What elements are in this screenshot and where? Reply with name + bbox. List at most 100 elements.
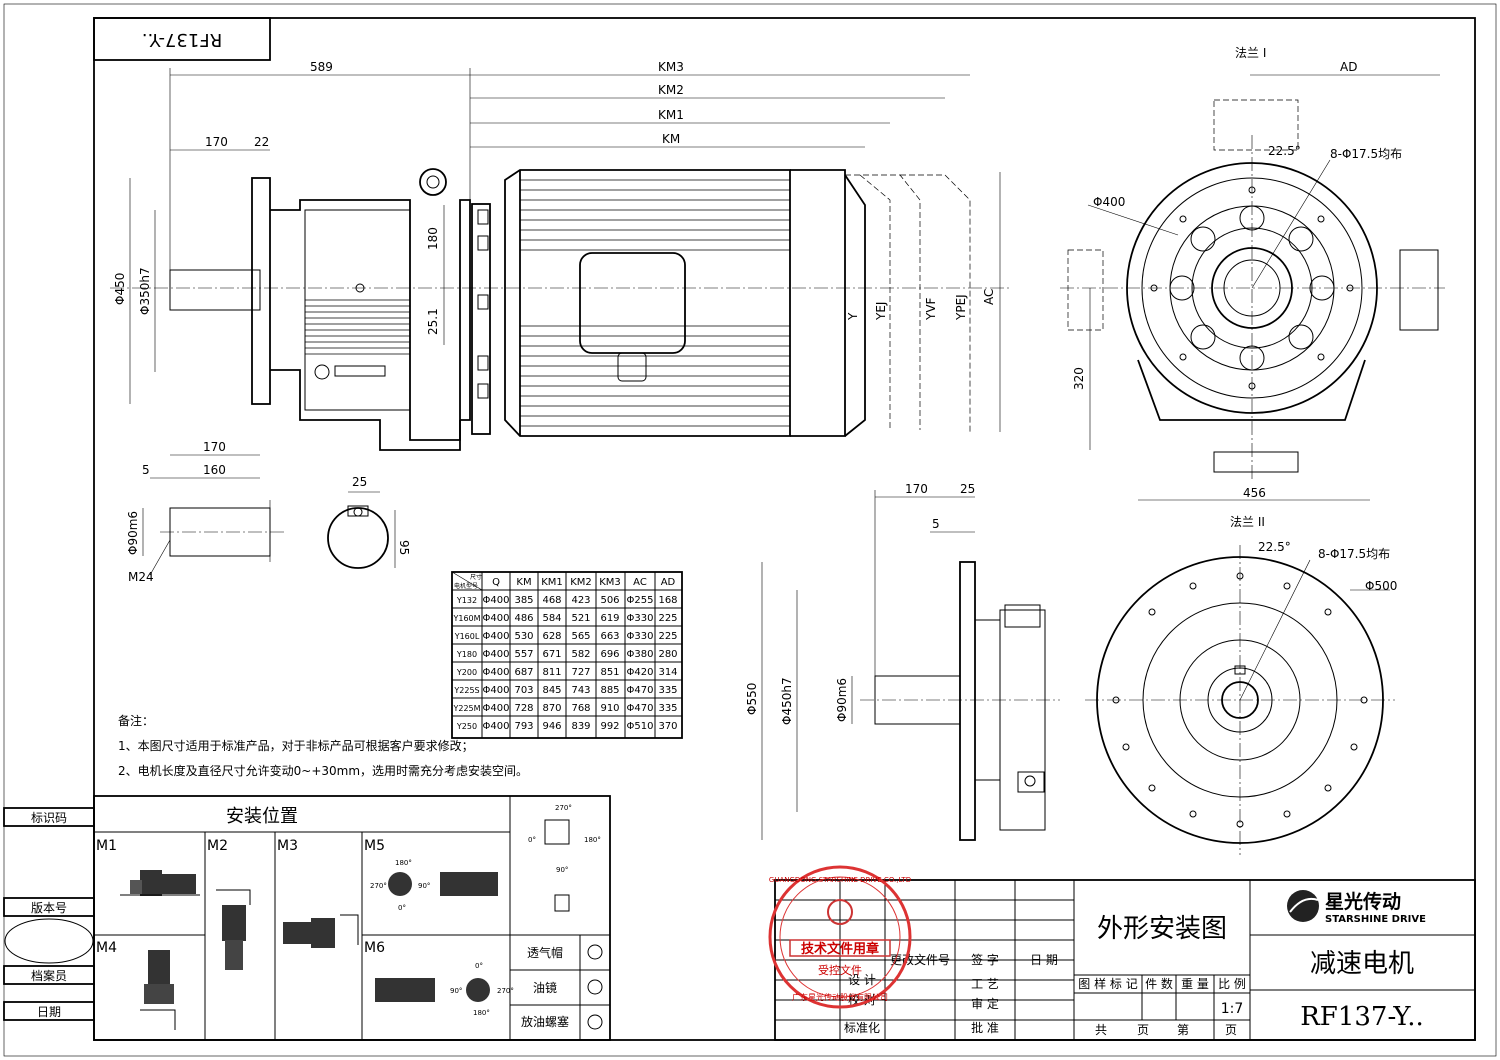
svg-text:Φ450: Φ450 bbox=[113, 273, 127, 305]
table-cell: Φ330 bbox=[627, 631, 654, 642]
svg-text:1:7: 1:7 bbox=[1221, 1001, 1244, 1017]
svg-text:法兰 II: 法兰 II bbox=[1230, 515, 1265, 529]
table-cell: 728 bbox=[514, 703, 533, 714]
svg-text:22.5°: 22.5° bbox=[1268, 144, 1301, 158]
svg-text:Φ550: Φ550 bbox=[745, 683, 759, 715]
table-cell: 565 bbox=[571, 631, 590, 642]
flange-2-view: 法兰 II 22.5° 8-Φ17.5均布 Φ500 bbox=[1085, 515, 1397, 855]
svg-text:456: 456 bbox=[1243, 486, 1266, 500]
svg-text:90°: 90° bbox=[450, 987, 462, 995]
table-cell: 696 bbox=[600, 649, 619, 660]
svg-text:第: 第 bbox=[1177, 1023, 1189, 1037]
table-cell: 870 bbox=[542, 703, 561, 714]
table-cell: 703 bbox=[514, 685, 533, 696]
table-cell: Y132 bbox=[456, 596, 477, 605]
svg-text:档案员: 档案员 bbox=[31, 968, 67, 983]
svg-text:共: 共 bbox=[1095, 1023, 1107, 1037]
svg-text:KM3: KM3 bbox=[658, 60, 684, 74]
table-cell: 521 bbox=[571, 613, 590, 624]
svg-text:Φ90m6: Φ90m6 bbox=[126, 511, 140, 555]
table-cell: 663 bbox=[600, 631, 619, 642]
table-cell: 530 bbox=[514, 631, 533, 642]
table-cell: Φ420 bbox=[627, 667, 654, 678]
svg-text:KM: KM bbox=[662, 132, 680, 146]
table-cell: 811 bbox=[542, 667, 561, 678]
svg-text:电机型号: 电机型号 bbox=[454, 582, 478, 590]
svg-text:90°: 90° bbox=[418, 882, 430, 890]
svg-text:270°: 270° bbox=[555, 804, 572, 812]
table-header-cell: KM1 bbox=[541, 577, 563, 588]
table-cell: Φ400 bbox=[483, 631, 510, 642]
svg-text:受控文件: 受控文件 bbox=[818, 963, 862, 977]
table-cell: 370 bbox=[658, 721, 677, 732]
table-header-cell: Q bbox=[492, 577, 500, 588]
mounting-sketch-m6: 0° 90° 270° 180° bbox=[375, 962, 514, 1017]
flange-1-view: 法兰 I AD 22.5° 8-Φ17.5均布 Φ400 320 456 bbox=[1060, 46, 1445, 501]
mounting-sketch-m1 bbox=[120, 870, 200, 896]
table-cell: 793 bbox=[514, 721, 533, 732]
svg-text:Φ90m6: Φ90m6 bbox=[835, 678, 849, 722]
svg-text:M1: M1 bbox=[96, 838, 117, 854]
mounting-sketch-m4 bbox=[140, 950, 176, 1030]
table-cell: 851 bbox=[600, 667, 619, 678]
table-cell: 584 bbox=[542, 613, 561, 624]
svg-text:技术文件用章: 技术文件用章 bbox=[801, 941, 879, 957]
table-cell: 506 bbox=[600, 595, 619, 606]
table-cell: 992 bbox=[600, 721, 619, 732]
brand-logo: 星光传动 STARSHINE DRIVE bbox=[1287, 890, 1426, 925]
table-cell: 225 bbox=[658, 631, 677, 642]
mounting-angle-diagram: 270° 0° 180° 90° bbox=[528, 804, 601, 912]
svg-text:180°: 180° bbox=[473, 1009, 490, 1017]
svg-text:油镜: 油镜 bbox=[533, 980, 557, 995]
table-cell: 910 bbox=[600, 703, 619, 714]
svg-text:件 数: 件 数 bbox=[1145, 976, 1173, 991]
svg-text:安装位置: 安装位置 bbox=[226, 806, 298, 827]
table-cell: Y160M bbox=[452, 614, 480, 623]
svg-text:星光传动: 星光传动 bbox=[1325, 890, 1401, 913]
flange-2-side-view: 170 25 5 Φ550 Φ450h7 Φ90m6 bbox=[745, 482, 1060, 841]
svg-text:比 例: 比 例 bbox=[1218, 977, 1246, 991]
table-cell: 946 bbox=[542, 721, 561, 732]
svg-text:审 定: 审 定 bbox=[971, 996, 999, 1011]
svg-text:重 量: 重 量 bbox=[1181, 977, 1209, 991]
table-cell: Φ400 bbox=[483, 667, 510, 678]
svg-text:0°: 0° bbox=[398, 904, 406, 912]
svg-text:法兰 I: 法兰 I bbox=[1235, 46, 1266, 60]
table-cell: 280 bbox=[658, 649, 677, 660]
table-cell: 845 bbox=[542, 685, 561, 696]
table-cell: 743 bbox=[571, 685, 590, 696]
notes: 备注： 1、本图尺寸适用于标准产品，对于非标产品可根据客户要求修改； 2、电机长… bbox=[118, 713, 528, 778]
svg-text:M5: M5 bbox=[364, 838, 385, 854]
table-cell: Φ400 bbox=[483, 595, 510, 606]
svg-text:更改文件号: 更改文件号 bbox=[890, 952, 950, 967]
table-cell: Φ330 bbox=[627, 613, 654, 624]
table-header-cell: AC bbox=[633, 577, 647, 588]
svg-text:批 准: 批 准 bbox=[971, 1020, 999, 1035]
table-cell: 885 bbox=[600, 685, 619, 696]
mounting-sketch-m5: 180° 270° 90° 0° bbox=[370, 859, 498, 912]
svg-text:8-Φ17.5均布: 8-Φ17.5均布 bbox=[1318, 547, 1390, 561]
svg-text:0°: 0° bbox=[528, 836, 536, 844]
svg-text:25.1: 25.1 bbox=[426, 308, 440, 335]
table-cell: 486 bbox=[514, 613, 533, 624]
svg-text:尺寸: 尺寸 bbox=[470, 573, 482, 581]
svg-text:标识码: 标识码 bbox=[31, 811, 67, 825]
svg-text:25: 25 bbox=[960, 482, 975, 496]
svg-text:25: 25 bbox=[352, 475, 367, 489]
table-cell: Φ470 bbox=[627, 703, 654, 714]
svg-text:透气帽: 透气帽 bbox=[527, 945, 563, 960]
svg-text:设 计: 设 计 bbox=[848, 973, 876, 987]
svg-text:广东星光传动股份有限公司: 广东星光传动股份有限公司 bbox=[792, 992, 888, 1002]
svg-text:170: 170 bbox=[905, 482, 928, 496]
table-cell: 335 bbox=[658, 703, 677, 714]
svg-text:5: 5 bbox=[142, 463, 150, 477]
table-cell: Φ510 bbox=[627, 721, 654, 732]
svg-text:170: 170 bbox=[205, 135, 228, 149]
svg-text:外形安装图: 外形安装图 bbox=[1097, 914, 1227, 944]
svg-text:270°: 270° bbox=[370, 882, 387, 890]
svg-text:RF137-Y..: RF137-Y.. bbox=[1300, 1002, 1424, 1032]
table-cell: 168 bbox=[658, 595, 677, 606]
svg-text:校 对: 校 对 bbox=[848, 992, 876, 1007]
